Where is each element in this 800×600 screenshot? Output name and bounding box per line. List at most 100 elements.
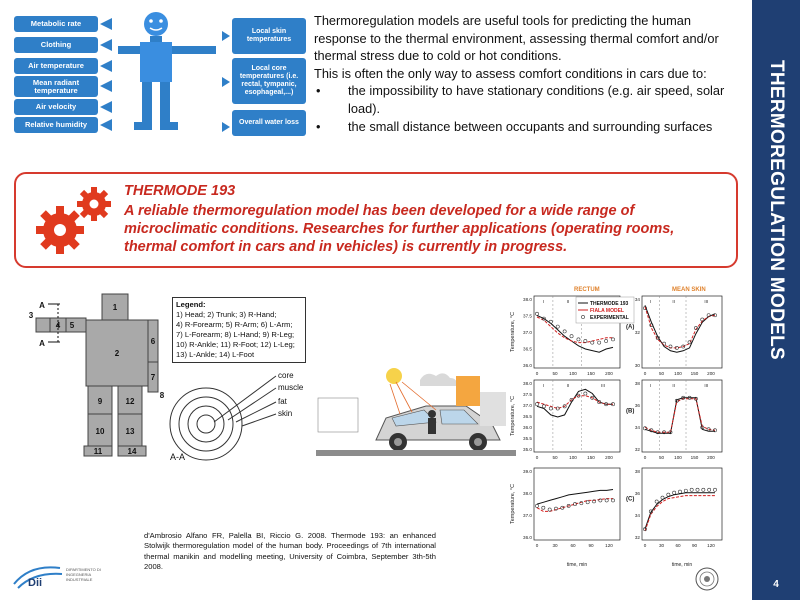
- y-tick-label: 37.0: [523, 403, 532, 408]
- experimental-point: [542, 316, 546, 321]
- experimental-point: [672, 490, 677, 495]
- intro-bullet: •the small distance between occupants an…: [316, 118, 713, 134]
- callout-body: A reliable thermoregulation model has be…: [124, 203, 675, 255]
- y-tick-label: 35.0: [523, 447, 532, 452]
- x-tick-label: 50: [552, 371, 558, 376]
- x-tick-label: 0: [644, 371, 647, 376]
- experimental-point: [573, 502, 577, 506]
- x-tick-label: 100: [569, 455, 577, 460]
- phase-mark: II: [672, 299, 675, 304]
- fiala-line: [644, 306, 716, 349]
- legend-swatch: [581, 315, 585, 319]
- intro-paragraph-1: Thermoregulation models are useful tools…: [314, 13, 719, 64]
- segment-label: 3: [29, 311, 34, 320]
- input-clothing: Clothing: [14, 37, 98, 53]
- x-tick-label: 30: [552, 543, 558, 548]
- x-tick-label: 0: [644, 455, 647, 460]
- thermode-line: [644, 397, 715, 434]
- y-tick-label: 34: [635, 425, 641, 430]
- experimental-point: [535, 402, 539, 407]
- experimental-point: [604, 402, 608, 407]
- y-tick-label: 38.0: [523, 491, 532, 496]
- experimental-point: [678, 489, 682, 494]
- experimental-point: [660, 495, 665, 500]
- experimental-point: [583, 339, 588, 343]
- input-relative-humidity: Relative humidity: [14, 117, 98, 133]
- output-overall-water-loss: Overall water loss: [232, 110, 306, 136]
- experimental-point: [666, 492, 671, 497]
- section-layers: core muscle fat skin A-A: [169, 371, 304, 462]
- arrow-icon: [222, 31, 230, 41]
- experimental-point: [706, 313, 711, 318]
- experimental-point: [643, 426, 647, 431]
- x-tick-label: 150: [587, 371, 595, 376]
- experimental-point: [569, 334, 574, 339]
- experimental-point: [592, 499, 596, 504]
- experimental-point: [541, 505, 546, 510]
- layer-label: fat: [278, 397, 288, 406]
- y-tick-label: 37.5: [523, 314, 532, 319]
- segment-label: 12: [126, 397, 135, 406]
- segment-label: 13: [126, 427, 135, 436]
- layer-label: core: [278, 371, 294, 380]
- plot-frame: [641, 467, 723, 541]
- side-banner: THERMOREGULATION MODELS 4: [752, 0, 800, 600]
- y-axis-label: Temperature, °C: [510, 484, 516, 524]
- experimental-point: [668, 344, 673, 349]
- intro-text: Thermoregulation models are useful tools…: [314, 12, 746, 135]
- y-tick-label: 37.0: [523, 330, 532, 335]
- output-local-core-temperatures: Local core temperatures (i.e. rectal, ty…: [232, 58, 306, 104]
- experimental-point: [643, 306, 647, 311]
- experimental-point: [535, 504, 539, 508]
- segment-label: 14: [128, 447, 137, 456]
- experimental-point: [604, 498, 609, 503]
- legend-line: 4) R-Forearm; 5) R-Arm; 6) L-Arm;: [176, 320, 293, 329]
- x-tick-label: 150: [691, 455, 699, 460]
- callout-heading: THERMODE 193: [124, 183, 236, 199]
- legend-entry: FIALA MODEL: [590, 308, 624, 314]
- gears-icon: [36, 187, 111, 254]
- x-tick-label: 0: [536, 455, 539, 460]
- y-tick-label: 30: [635, 363, 641, 368]
- y-tick-label: 36.5: [523, 414, 532, 419]
- citation: d'Ambrosio Alfano FR, Palella BI, Riccio…: [144, 531, 436, 572]
- y-tick-label: 36.0: [523, 425, 532, 430]
- phase-mark: II: [672, 383, 675, 388]
- intro-paragraph-2: This is often the only way to assess com…: [314, 65, 707, 81]
- y-tick-label: 36.0: [523, 363, 532, 368]
- experimental-point: [700, 425, 705, 430]
- experimental-point: [695, 487, 700, 492]
- y-tick-label: 37.5: [523, 392, 532, 397]
- experimental-point: [547, 507, 552, 512]
- experimental-point: [694, 396, 698, 401]
- experimental-point: [687, 395, 692, 400]
- x-tick-label: 100: [569, 371, 577, 376]
- plot-frame: [641, 379, 723, 453]
- thermode-line: [644, 305, 716, 353]
- x-tick-label: 150: [691, 371, 699, 376]
- x-tick-label: 60: [570, 543, 576, 548]
- x-axis-label: time, min: [672, 562, 693, 568]
- experimental-point: [542, 404, 546, 409]
- fiala-line: [644, 398, 716, 433]
- x-tick-label: 50: [659, 371, 665, 376]
- legend-line: 10) R-Ankle; 11) R-Foot; 12) L-Leg;: [176, 340, 295, 349]
- input-air-velocity: Air velocity: [14, 99, 98, 115]
- experimental-point: [611, 402, 615, 407]
- legend-line: 1) Head; 2) Trunk; 3) R-Hand;: [176, 310, 277, 319]
- experimental-point: [579, 501, 584, 506]
- experimental-point: [701, 487, 706, 492]
- experimental-point: [654, 499, 659, 504]
- segment-body-figure: 1 2 3 4 5 6 7 8 9 10 11 12 13 14 A A: [29, 293, 164, 457]
- experimental-point: [687, 340, 692, 345]
- experimental-point: [713, 487, 717, 492]
- y-tick-label: 32: [635, 535, 641, 540]
- experimental-point: [681, 344, 686, 349]
- y-tick-label: 34: [635, 297, 641, 302]
- input-mean-radiant-temperature: Mean radiant temperature: [14, 76, 98, 97]
- y-tick-label: 38.0: [523, 381, 532, 386]
- segment-label: 2: [115, 349, 120, 358]
- experimental-point: [562, 404, 567, 409]
- department-logo: Dii: [13, 566, 63, 589]
